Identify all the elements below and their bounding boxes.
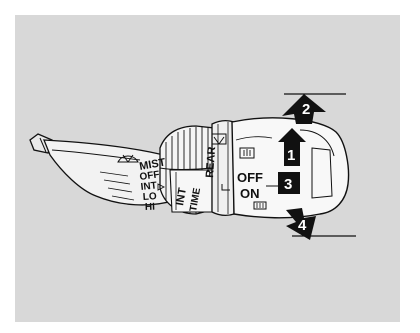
callout-number-4: 4 <box>298 217 307 234</box>
callout-number-3: 3 <box>284 176 292 193</box>
label-off-right: OFF <box>237 170 263 185</box>
label-rear: REAR <box>204 146 218 178</box>
callout-number-1: 1 <box>287 147 295 164</box>
label-on: ON <box>240 186 260 201</box>
callout-number-2: 2 <box>302 101 310 118</box>
callout-badge-3: 3 <box>278 172 300 194</box>
label-hi: HI <box>145 202 156 213</box>
